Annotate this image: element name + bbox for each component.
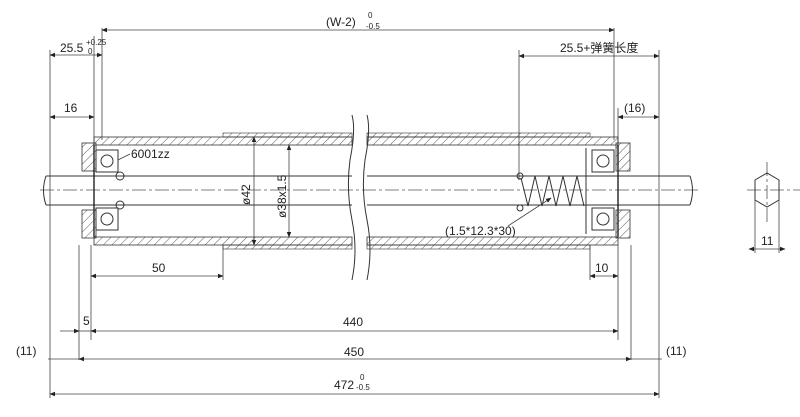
dim-right-shaft: 10 — [589, 261, 619, 279]
right-inner-label: (16) — [624, 101, 645, 115]
left-end-cap — [81, 142, 131, 239]
break-lines — [347, 114, 371, 281]
dim-tube-od: ø42 — [239, 136, 257, 246]
dim-left-inner: 16 — [49, 101, 95, 120]
tube-od-label: ø42 — [239, 184, 253, 205]
left-extra-label: (11) — [16, 344, 36, 358]
extension-lines — [49, 28, 660, 398]
overall-width-tol: 0 — [368, 11, 373, 20]
right-end-label: 25.5+弹簧长度 — [560, 40, 638, 55]
left-end-tol-zero: 0 — [88, 47, 93, 56]
total-length-label: 472 — [334, 378, 354, 392]
right-extra-label: (11) — [666, 344, 686, 358]
dim-right-extra: (11) — [631, 344, 686, 360]
mid-length-label: 450 — [344, 345, 364, 359]
right-end-cap — [585, 142, 631, 239]
dim-left-end: 25.5 +0.25 0 — [49, 38, 107, 58]
dim-offset: 5 — [60, 314, 91, 334]
dim-left-extra: (11) — [16, 344, 79, 360]
dim-total-length: 472 0 -0.5 — [49, 373, 660, 397]
tube-id-label: ø38x1.5 — [275, 174, 289, 218]
left-shaft-label: 50 — [152, 261, 166, 275]
right-shaft-label: 10 — [595, 261, 609, 275]
offset-label: 5 — [83, 314, 90, 328]
hex-end-view: 11 — [747, 162, 800, 253]
dim-inner-length: 440 — [90, 315, 619, 334]
left-end-tol-plus: +0.25 — [86, 38, 107, 47]
hex-size-label: 11 — [761, 234, 774, 248]
dim-right-inner: (16) — [617, 101, 660, 120]
shaft — [43, 175, 693, 206]
spring-label: (1.5*12.3*30) — [445, 224, 516, 238]
left-inner-label: 16 — [64, 101, 78, 115]
inner-length-label: 440 — [343, 315, 363, 329]
tube-right — [366, 132, 619, 250]
total-length-tol-minus: -0.5 — [356, 383, 370, 392]
left-end-label: 25.5 — [60, 41, 84, 55]
overall-width-label: (W-2) — [326, 15, 356, 29]
total-length-tol-zero: 0 — [360, 373, 365, 382]
tube-left — [93, 132, 353, 250]
spring — [507, 172, 585, 227]
dim-left-shaft: 50 — [90, 261, 224, 279]
dim-overall-width: (W-2) 0 -0.5 — [101, 11, 615, 33]
dim-mid-length: 450 — [78, 345, 632, 362]
bearing-label: 6001zz — [131, 147, 170, 161]
dim-tube-id: ø38x1.5 — [275, 144, 292, 238]
overall-width-tol-minus: -0.5 — [366, 22, 380, 31]
dim-right-end: 25.5+弹簧长度 — [518, 40, 660, 59]
